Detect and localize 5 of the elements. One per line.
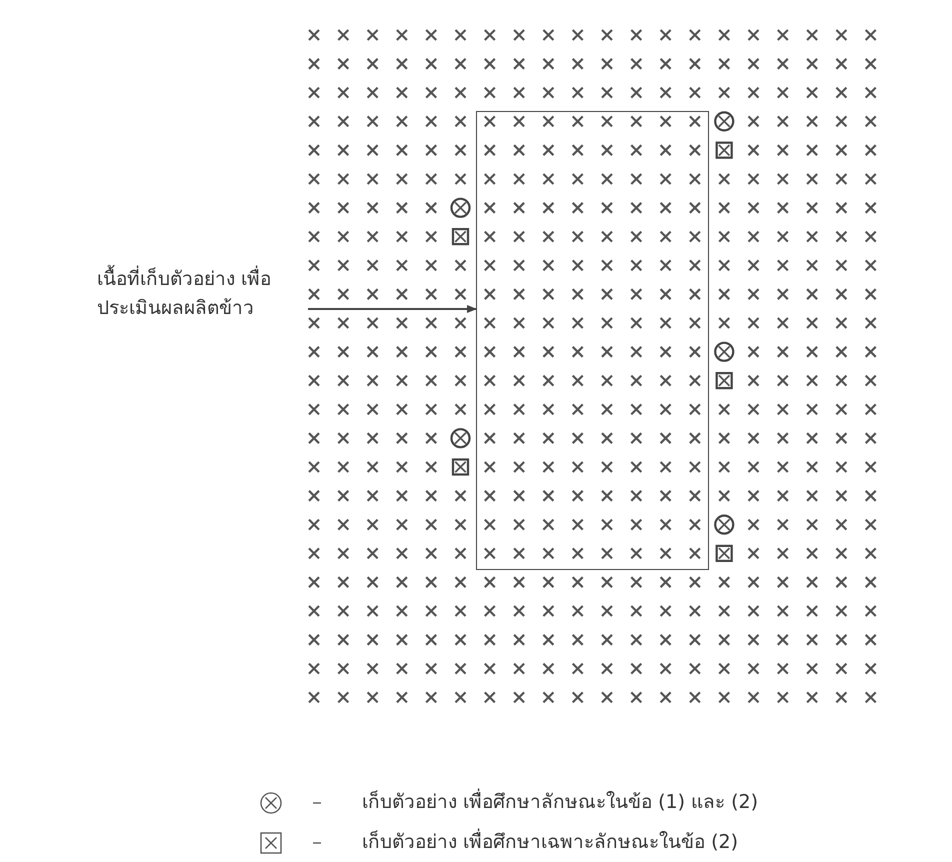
legend-text: เก็บตัวอย่าง เพื่อศึกษาเฉพาะลักษณะในข้อ (2): [362, 830, 738, 854]
legend-text: เก็บตัวอย่าง เพื่อศึกษาลักษณะในข้อ (1) และ (2): [362, 790, 758, 814]
area-label: เนื้อที่เก็บตัวอย่าง เพื่อประเมินผลผลิตข้าว: [97, 265, 307, 323]
arrow: [308, 305, 477, 313]
sampling-area-frame: [476, 111, 709, 570]
